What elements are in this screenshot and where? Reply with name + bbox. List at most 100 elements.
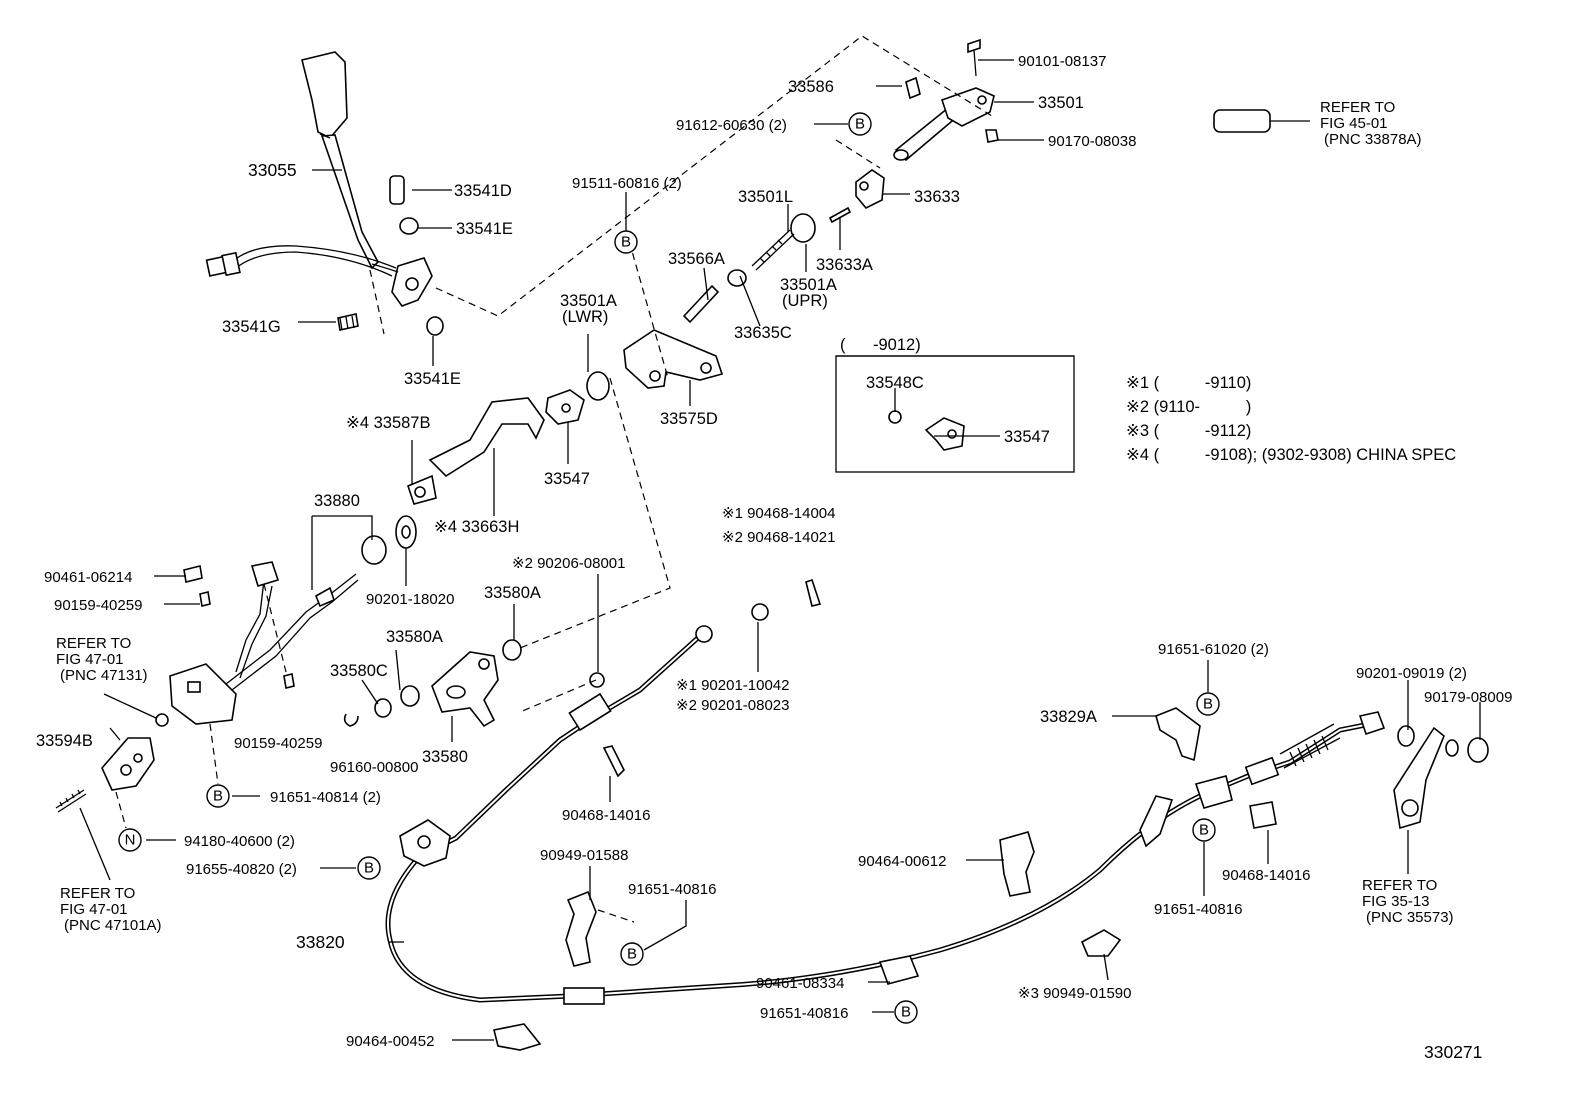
part-33586: 33586 xyxy=(788,78,834,96)
part-90201-08023: ※2 90201-08023 xyxy=(676,697,790,714)
part-33547: 33547 xyxy=(544,470,590,488)
part-33635c: 33635C xyxy=(734,324,792,342)
callout-b-91655: B xyxy=(357,856,381,880)
bracket-spring-drawing xyxy=(55,737,155,813)
part-33566a: 33566A xyxy=(668,250,725,268)
part-33501: 33501 xyxy=(1038,94,1084,112)
part-33501l: 33501L xyxy=(738,188,793,206)
part-94180-40600: 94180-40600 (2) xyxy=(184,833,295,850)
svg-text:FIG 35-13: FIG 35-13 xyxy=(1362,893,1430,910)
reference-fig-35-13: REFER TO FIG 35-13 (PNC 35573) xyxy=(1362,877,1454,926)
part-33541e-top: 33541E xyxy=(456,220,513,238)
part-91511-60816: 91511-60816 (2) xyxy=(572,175,682,192)
part-90201-10042: ※1 90201-10042 xyxy=(676,677,790,694)
part-90949-01590: ※3 90949-01590 xyxy=(1018,985,1132,1002)
leader-lines xyxy=(79,59,1481,1041)
switch-assembly-drawing xyxy=(155,561,359,727)
part-33548c: 33548C xyxy=(866,374,924,392)
callout-b-91651-40816-b: B xyxy=(894,1000,918,1024)
callout-b-91511: B xyxy=(614,230,638,254)
svg-text:N: N xyxy=(125,832,136,849)
part-33501a-lwr-note: (LWR) xyxy=(562,308,608,326)
part-33501a-upr: 33501A xyxy=(780,276,837,294)
svg-text:B: B xyxy=(855,116,865,133)
part-33501a-lwr: 33501A xyxy=(560,292,617,310)
part-33575d: 33575D xyxy=(660,410,718,428)
svg-text:(PNC 47101A): (PNC 47101A) xyxy=(64,917,162,934)
part-90461-06214: 90461-06214 xyxy=(44,569,132,586)
lower-bracket-drawing xyxy=(586,329,724,401)
svg-text:FIG 47-01: FIG 47-01 xyxy=(60,901,128,918)
lever-33580-drawing xyxy=(343,639,605,728)
svg-text:B: B xyxy=(627,946,637,963)
part-90101-08137: 90101-08137 xyxy=(1018,53,1106,70)
part-33055: 33055 xyxy=(248,160,297,180)
note-2: ※2 (9110- ) xyxy=(1126,398,1251,416)
shaft-components xyxy=(682,169,885,324)
part-33580a-top: 33580A xyxy=(484,584,541,602)
svg-text:REFER TO: REFER TO xyxy=(56,635,131,652)
svg-text:B: B xyxy=(364,860,374,877)
svg-text:B: B xyxy=(213,788,223,805)
part-90159-40259-bottom: 90159-40259 xyxy=(234,735,322,752)
part-90461-08334: 90461-08334 xyxy=(756,975,844,992)
part-90201-09019: 90201-09019 (2) xyxy=(1356,665,1467,682)
svg-text:REFER TO: REFER TO xyxy=(1362,877,1437,894)
part-90464-00452: 90464-00452 xyxy=(346,1033,434,1050)
part-33501a-upr-note: (UPR) xyxy=(782,292,828,310)
part-90159-40259-top: 90159-40259 xyxy=(54,597,142,614)
svg-text:B: B xyxy=(901,1004,911,1021)
reference-pill xyxy=(1213,109,1271,133)
part-33587b: ※4 33587B xyxy=(346,414,430,432)
part-33547-inset: 33547 xyxy=(1004,428,1050,446)
part-91612-60630: 91612-60630 (2) xyxy=(676,117,787,134)
shift-shaft-drawing xyxy=(893,38,999,162)
shift-lever-drawing xyxy=(205,51,433,307)
part-90201-18020: 90201-18020 xyxy=(366,591,454,608)
part-33541d: 33541D xyxy=(454,182,512,200)
part-90464-00612: 90464-00612 xyxy=(858,853,946,870)
part-33820: 33820 xyxy=(296,932,345,952)
part-90206-08001: ※2 90206-08001 xyxy=(512,555,626,572)
svg-text:REFER TO: REFER TO xyxy=(1320,99,1395,116)
part-33541e-bottom: 33541E xyxy=(404,370,461,388)
part-90468-14016-right: 90468-14016 xyxy=(1222,867,1310,884)
shift-cable-drawing xyxy=(385,625,1386,1005)
selector-parts-drawing xyxy=(407,389,585,505)
figure-number: 330271 xyxy=(1424,1042,1482,1062)
callout-b-91651-40814: B xyxy=(206,784,230,808)
part-90170-08038: 90170-08038 xyxy=(1048,133,1136,150)
svg-text:FIG 45-01: FIG 45-01 xyxy=(1320,115,1388,132)
callout-b-91651-61020: B xyxy=(1196,692,1220,716)
svg-text:B: B xyxy=(621,234,631,251)
cable-clamps-drawing xyxy=(493,578,1122,1051)
svg-text:(PNC 35573): (PNC 35573) xyxy=(1366,909,1454,926)
part-33880: 33880 xyxy=(314,492,360,510)
callout-b-91612: B xyxy=(848,112,872,136)
reference-fig-47-01-a: REFER TO FIG 47-01 (PNC 47131) xyxy=(56,635,148,684)
svg-text:B: B xyxy=(1199,822,1209,839)
part-91651-40816-a: 91651-40816 xyxy=(628,881,716,898)
part-33580a-mid: 33580A xyxy=(386,628,443,646)
svg-text:REFER TO: REFER TO xyxy=(60,885,135,902)
part-33541g: 33541G xyxy=(222,318,281,336)
lever-small-parts xyxy=(337,175,444,336)
inset-heading: ( -9012) xyxy=(840,336,921,354)
part-33633a: 33633A xyxy=(816,256,873,274)
part-91655-40820: 91655-40820 (2) xyxy=(186,861,297,878)
part-33580c: 33580C xyxy=(330,662,388,680)
right-brackets-drawing xyxy=(1139,707,1489,848)
part-33829a: 33829A xyxy=(1040,708,1097,726)
part-33633: 33633 xyxy=(914,188,960,206)
part-91651-40816-b: 91651-40816 xyxy=(760,1005,848,1022)
callout-n-94180: N xyxy=(118,828,142,852)
svg-text:(PNC 47131): (PNC 47131) xyxy=(60,667,148,684)
part-91651-40814: 91651-40814 (2) xyxy=(270,789,381,806)
svg-text:B: B xyxy=(1203,696,1213,713)
part-33580: 33580 xyxy=(422,748,468,766)
note-3: ※3 ( -9112) xyxy=(1126,422,1251,440)
inset-drawing xyxy=(888,410,965,451)
dashed-leaders xyxy=(115,35,993,923)
part-90468-14004: ※1 90468-14004 xyxy=(722,505,836,522)
